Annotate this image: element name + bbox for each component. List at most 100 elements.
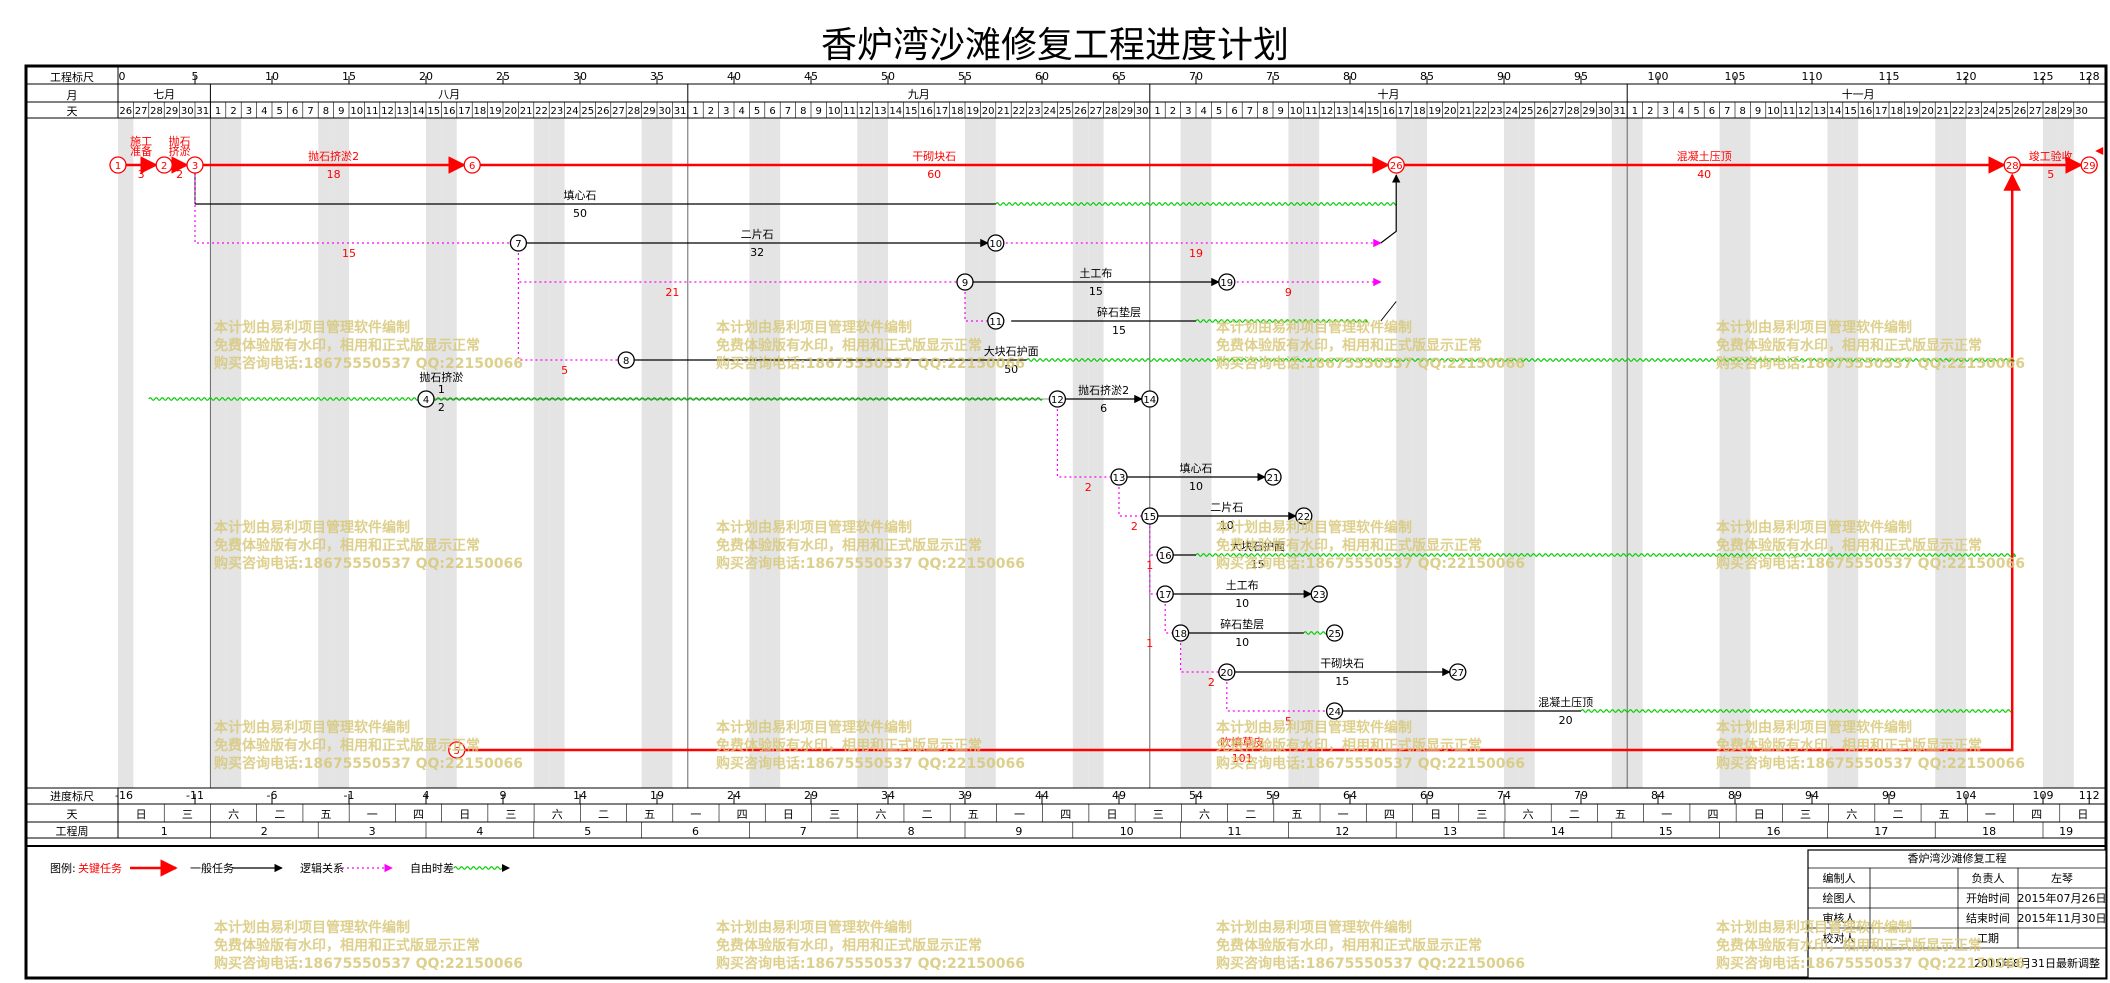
progress-tick-label: 74 — [1497, 789, 1511, 802]
month-label: 十一月 — [1842, 87, 1875, 101]
float-duration-label: 19 — [1189, 247, 1203, 260]
day-number: 19 — [489, 106, 502, 117]
event-node-label: 15 — [1143, 512, 1156, 523]
day-number: 14 — [1351, 106, 1364, 117]
weekday-label: 三 — [1153, 808, 1164, 821]
week-label: 2 — [261, 825, 268, 838]
watermark-text: 本计划由易利项目管理软件编制 — [716, 319, 912, 336]
progress-tick-label: -1 — [344, 789, 355, 802]
watermark-text: 本计划由易利项目管理软件编制 — [1216, 719, 1412, 736]
scale-tick-label: 30 — [573, 70, 587, 83]
day-number: 17 — [936, 106, 949, 117]
legend-slack-swatch — [453, 866, 503, 870]
weekday-label: 日 — [459, 808, 470, 821]
weekend-band — [426, 118, 442, 788]
watermark-text: 购买咨询电话:18675550537 QQ:22150066 — [1716, 955, 2025, 972]
critical-path-return — [464, 173, 2021, 752]
task-duration-label: 15 — [1335, 675, 1349, 688]
weekday-label: 四 — [737, 808, 748, 821]
progress-tick-label: -16 — [115, 789, 133, 802]
watermark-text: 免费体验版有水印，相用和正式版显示正常 — [1716, 937, 1982, 954]
day-number: 6 — [1709, 106, 1715, 117]
progress-tick-label: 64 — [1343, 789, 1357, 802]
day-number: 27 — [612, 106, 625, 117]
weekday-label: 一 — [1338, 808, 1349, 821]
week-label: 14 — [1551, 825, 1565, 838]
task-text: 大块石护面 — [984, 344, 1039, 358]
day-number: 3 — [1185, 106, 1191, 117]
day-number: 24 — [1043, 106, 1056, 117]
weekend-band — [1935, 118, 1951, 788]
scale-tick-label: 15 — [342, 70, 356, 83]
weekend-band — [1196, 118, 1212, 788]
watermark-text: 本计划由易利项目管理软件编制 — [1216, 519, 1412, 536]
weekend-band — [533, 118, 550, 788]
day-number: 8 — [1740, 106, 1746, 117]
day-number: 25 — [1521, 106, 1534, 117]
watermark-text: 免费体验版有水印，相用和正式版显示正常 — [716, 737, 982, 754]
float-duration-label: 5 — [1285, 715, 1292, 728]
progress-tick-label: 54 — [1189, 789, 1203, 802]
info-cell-label: 工期 — [1977, 932, 1999, 945]
task-name-label: 竣工验收 — [2029, 149, 2073, 163]
task-duration-label: 10 — [1220, 519, 1234, 532]
weekend-band — [1303, 118, 1320, 788]
watermark-text: 免费体验版有水印，相用和正式版显示正常 — [716, 337, 982, 354]
progress-tick-label: 29 — [804, 789, 818, 802]
scale-tick-label: 50 — [881, 70, 895, 83]
progress-tick-label: 99 — [1882, 789, 1896, 802]
day-number: 24 — [1505, 106, 1518, 117]
event-node — [1387, 156, 1405, 174]
weekday-label: 五 — [1291, 808, 1302, 821]
day-number: 25 — [581, 106, 594, 117]
day-number: 7 — [1247, 106, 1253, 117]
watermark-text: 购买咨询电话:18675550537 QQ:22150066 — [1716, 555, 2025, 572]
task-name-label: 施工 — [130, 135, 152, 148]
event-node-label: 9 — [962, 278, 968, 289]
event-node — [155, 156, 173, 174]
weekend-band — [2058, 118, 2074, 788]
watermark-text: 购买咨询电话:18675550537 QQ:22150066 — [214, 955, 523, 972]
info-cell-label: 审核人 — [1823, 911, 1856, 925]
watermark-text: 免费体验版有水印，相用和正式版显示正常 — [1216, 737, 1482, 754]
event-node-label: 18 — [1174, 629, 1187, 640]
event-node-label: 13 — [1113, 473, 1126, 484]
day-number: 25 — [1998, 106, 2011, 117]
day-number: 21 — [1937, 106, 1950, 117]
scale-tick-label: 40 — [727, 70, 741, 83]
task-duration-label: 10 — [1189, 480, 1203, 493]
legend-item-label: 自由时差 — [410, 861, 454, 875]
page-title: 香炉湾沙滩修复工程进度计划 — [820, 25, 1289, 66]
watermark-text: 本计划由易利项目管理软件编制 — [1716, 919, 1912, 936]
event-node — [987, 312, 1005, 330]
task-duration-label: 18 — [327, 168, 341, 181]
event-node — [1156, 585, 1174, 603]
day-number: 11 — [366, 106, 379, 117]
event-node-label: 1 — [115, 161, 121, 172]
progress-tick-label: 49 — [1112, 789, 1126, 802]
watermark-text: 免费体验版有水印，相用和正式版显示正常 — [214, 337, 480, 354]
day-number: 27 — [1090, 106, 1103, 117]
watermark-text: 购买咨询电话:18675550537 QQ:22150066 — [214, 355, 523, 372]
watermark-text: 本计划由易利项目管理软件编制 — [716, 719, 912, 736]
weekday-label: 日 — [783, 808, 794, 821]
event-node-label: 3 — [192, 161, 198, 172]
scale-tick-label: 60 — [1035, 70, 1049, 83]
day-number: 26 — [1536, 106, 1549, 117]
day-number: 4 — [1678, 106, 1684, 117]
weekend-band — [872, 118, 888, 788]
day-number: 26 — [2014, 106, 2027, 117]
weekend-band — [980, 118, 996, 788]
weekday-label: 二 — [1569, 808, 1580, 821]
day-number: 9 — [1755, 106, 1761, 117]
event-node — [463, 156, 481, 174]
week-label: 3 — [369, 825, 376, 838]
day-number: 23 — [1490, 106, 1503, 117]
weekday-label: 一 — [690, 808, 701, 821]
day-number: 11 — [1305, 106, 1318, 117]
weekend-band — [318, 118, 334, 788]
weekday-label: 日 — [136, 808, 147, 821]
watermark-text: 购买咨询电话:18675550537 QQ:22150066 — [1216, 555, 1525, 572]
weekend-band — [965, 118, 981, 788]
